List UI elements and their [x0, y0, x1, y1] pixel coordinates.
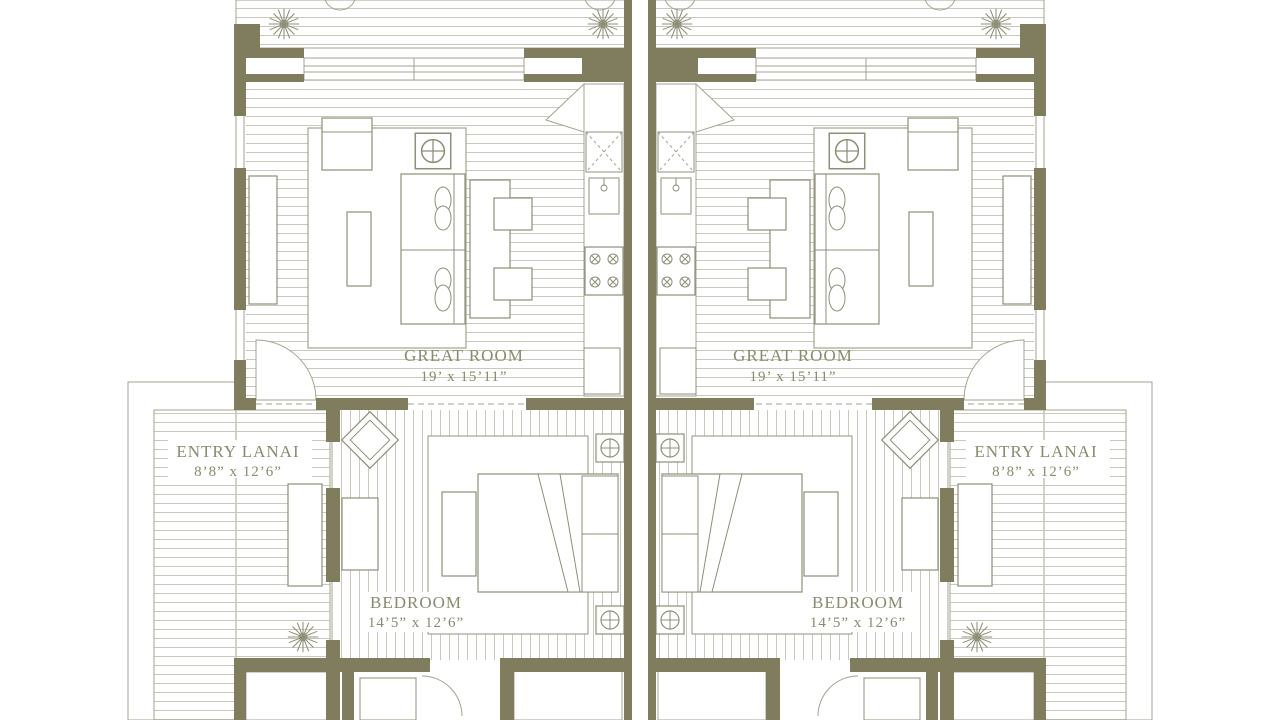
bedroom-label-left: BEDROOM 14’5” x 12’6” [362, 592, 472, 632]
room-dimensions: 8’8” x 12’6” [194, 464, 282, 480]
room-dimensions: 14’5” x 12’6” [810, 615, 906, 631]
great-room-label-left: GREAT ROOM 19’ x 15’11” [404, 346, 524, 385]
bedroom-label-right: BEDROOM 14’5” x 12’6” [804, 592, 914, 632]
room-dimensions: 19’ x 15’11” [421, 369, 508, 385]
great-room-label-right: GREAT ROOM 19’ x 15’11” [733, 346, 853, 385]
room-dimensions: 19’ x 15’11” [750, 369, 837, 385]
room-name: GREAT ROOM [733, 346, 853, 365]
room-name: ENTRY LANAI [176, 442, 299, 461]
entry-lanai-label-right: ENTRY LANAI 8’8” x 12’6” [966, 440, 1110, 480]
room-dimensions: 14’5” x 12’6” [368, 615, 464, 631]
room-name: GREAT ROOM [404, 346, 524, 365]
room-name: BEDROOM [812, 593, 904, 612]
room-dimensions: 8’8” x 12’6” [992, 464, 1080, 480]
entry-lanai-label-left: ENTRY LANAI 8’8” x 12’6” [168, 440, 312, 480]
room-name: BEDROOM [370, 593, 462, 612]
room-name: ENTRY LANAI [974, 442, 1097, 461]
